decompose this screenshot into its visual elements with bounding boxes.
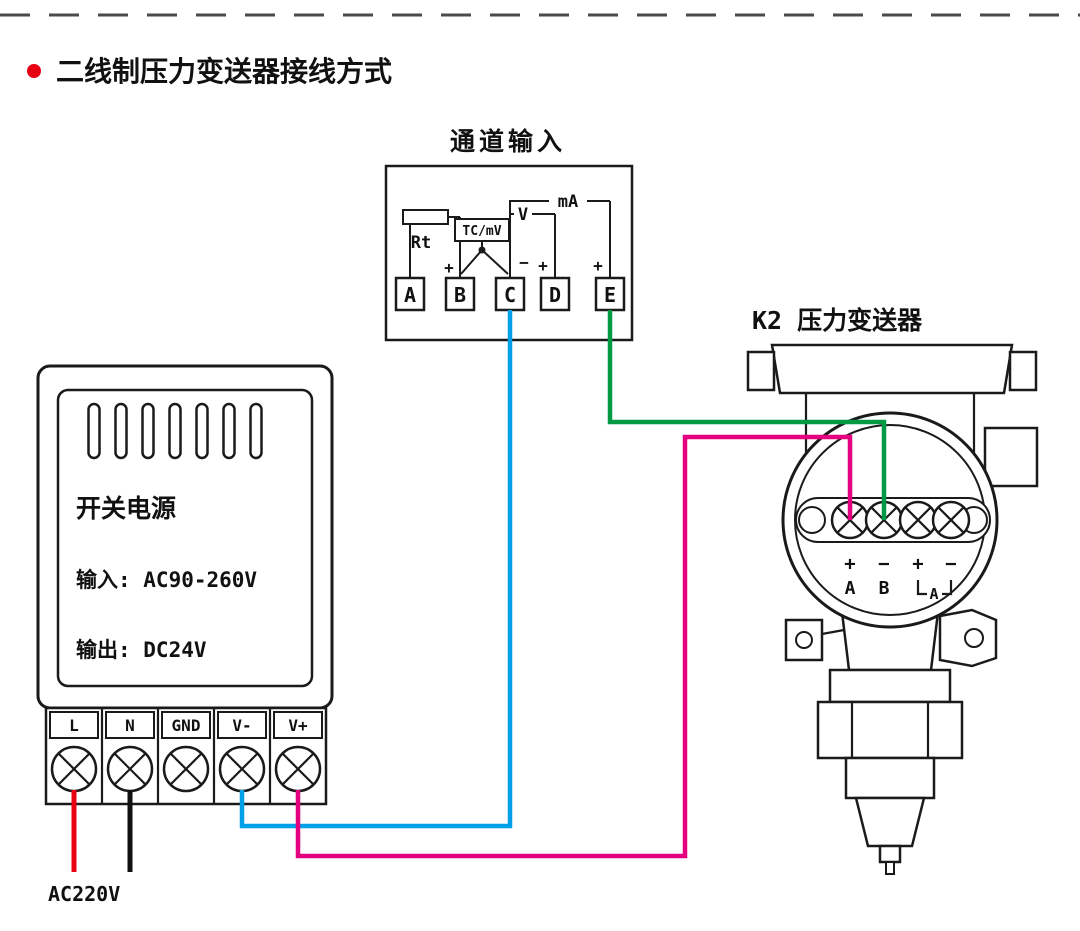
mains-voltage-label: AC220V xyxy=(48,882,120,906)
transmitter-mount-hole-left xyxy=(798,506,826,534)
transmitter-screw-4 xyxy=(931,500,971,540)
transmitter-housing: + − + − A B A xyxy=(746,343,1039,875)
transmitter-minus-1: − xyxy=(878,553,889,575)
channel-terminal-e: E xyxy=(594,276,626,312)
psu-output-rating: 输出: DC24V xyxy=(76,638,207,662)
page-title: 二线制压力变送器接线方式 xyxy=(56,55,392,87)
svg-text:B: B xyxy=(454,283,466,307)
svg-text:N: N xyxy=(125,716,135,735)
wire-v-plus-to-transmitter-a xyxy=(295,434,853,859)
channel-terminal-d: D xyxy=(539,276,571,312)
svg-text:A: A xyxy=(404,283,416,307)
transmitter-right-ear xyxy=(1008,350,1038,392)
transmitter-probe-tip xyxy=(878,844,902,864)
rt-resistor-symbol xyxy=(402,209,449,225)
transmitter-left-mount-hole xyxy=(795,631,813,649)
transmitter-right-mount-hole xyxy=(964,628,984,648)
title-bullet-icon xyxy=(27,64,41,78)
psu-input-rating: 输入: AC90-260V xyxy=(76,568,257,592)
transmitter-minus-2: − xyxy=(945,553,956,575)
channel-internal-circuit xyxy=(402,200,611,278)
psu-screw-v-plus xyxy=(274,745,322,793)
psu-terminal-label-l: L xyxy=(49,711,99,739)
psu-screw-gnd xyxy=(162,745,210,793)
transmitter-thread-body xyxy=(844,756,936,800)
psu-screw-v-minus xyxy=(218,745,266,793)
transmitter-collar xyxy=(828,668,952,704)
plus-sign-d: + xyxy=(538,256,548,275)
psu-terminal-label-gnd: GND xyxy=(161,711,211,739)
v-label: V xyxy=(518,205,528,225)
plus-sign-e: + xyxy=(593,256,603,275)
transmitter-terminal-a-label: A xyxy=(845,578,856,599)
rt-label: Rt xyxy=(411,233,431,253)
svg-text:C: C xyxy=(504,283,516,307)
plus-sign-b: + xyxy=(444,258,454,277)
transmitter-plus-1: + xyxy=(844,553,855,575)
svg-text:V+: V+ xyxy=(288,716,308,735)
ma-label: mA xyxy=(558,192,578,212)
wire-c-to-v-minus xyxy=(239,310,513,829)
minus-sign-c: − xyxy=(519,253,529,272)
channel-input-title: 通道输入 xyxy=(450,127,566,156)
channel-terminal-c: C xyxy=(494,276,526,312)
wire-e-to-transmitter-b xyxy=(607,310,887,520)
transmitter-thread-taper xyxy=(854,796,926,848)
psu-vent-slots xyxy=(87,402,263,460)
svg-text:GND: GND xyxy=(172,716,201,735)
psu-screw-n xyxy=(106,745,154,793)
channel-terminal-a: A xyxy=(394,276,426,312)
channel-terminal-b: B xyxy=(444,276,476,312)
psu-front-panel xyxy=(56,388,314,688)
transmitter-title: K2 压力变送器 xyxy=(752,306,923,335)
transmitter-hex-nut xyxy=(816,700,964,760)
psu-terminal-label-n: N xyxy=(105,711,155,739)
psu-strip-dividers xyxy=(100,708,272,804)
transmitter-plus-2: + xyxy=(912,553,923,575)
transmitter-bracket-label: A xyxy=(929,585,938,603)
transmitter-top-cap xyxy=(770,343,1014,395)
svg-text:E: E xyxy=(604,283,616,307)
transmitter-screw-3 xyxy=(898,500,938,540)
svg-text:V-: V- xyxy=(232,716,251,735)
tc-mv-label: TC/mV xyxy=(462,224,501,239)
psu-screw-l xyxy=(50,745,98,793)
psu-terminal-label-v-minus: V- xyxy=(217,711,267,739)
transmitter-side-box xyxy=(983,426,1039,488)
transmitter-bracket xyxy=(916,580,953,596)
psu-name: 开关电源 xyxy=(76,495,176,523)
transmitter-terminal-b-label: B xyxy=(879,578,890,599)
svg-text:D: D xyxy=(549,283,561,307)
transmitter-left-ear xyxy=(746,350,776,392)
psu-terminal-label-v-plus: V+ xyxy=(273,711,323,739)
svg-text:L: L xyxy=(69,716,79,735)
transmitter-probe-pin xyxy=(885,861,895,875)
